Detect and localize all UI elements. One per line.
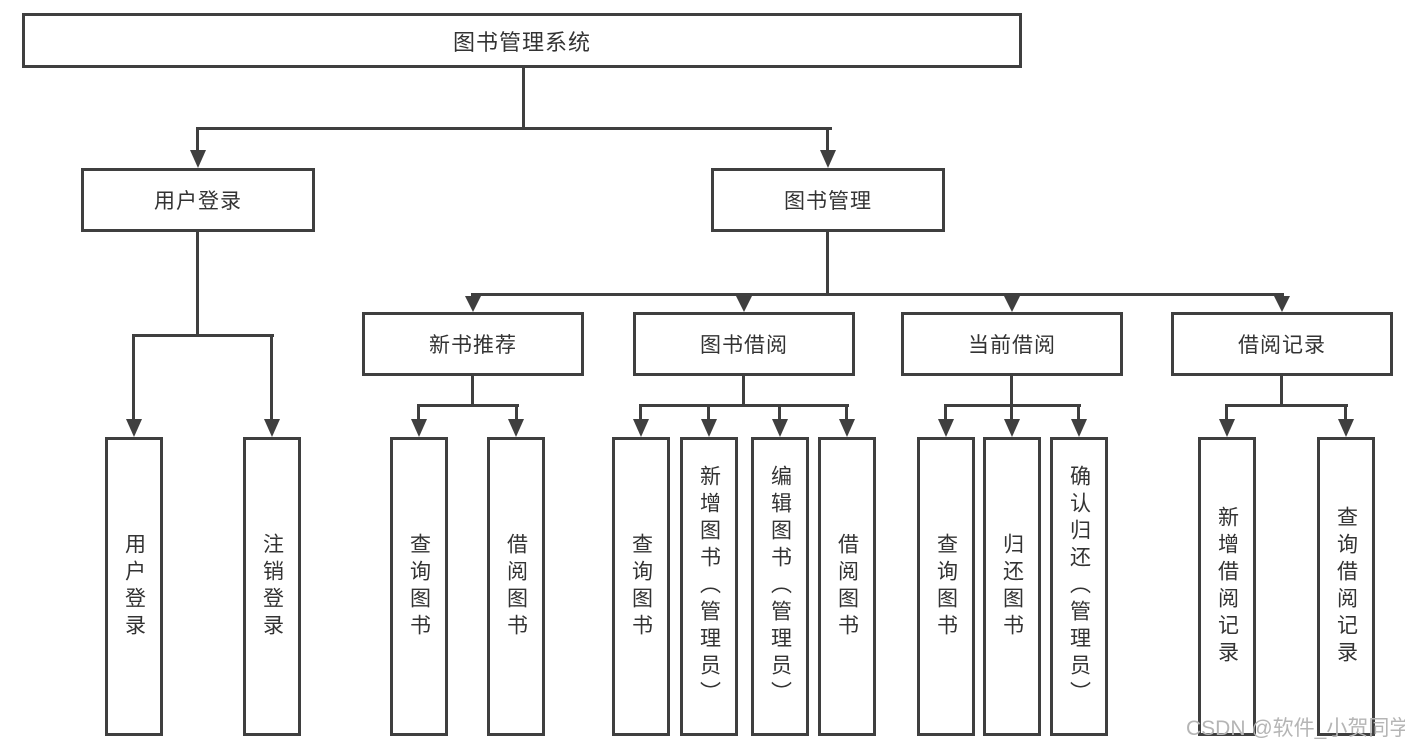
connector-drop: [944, 404, 947, 421]
leaf-borrow-books-recommend: 借阅图书: [487, 437, 545, 736]
connector-current-stem: [1010, 376, 1013, 405]
connector-userlogin-bar: [132, 334, 274, 337]
leaf-add-borrow-record: 新增借阅记录: [1198, 437, 1256, 736]
arrow-down-icon: [839, 419, 855, 437]
arrow-down-icon: [508, 419, 524, 437]
leaf-label: 用户登录: [122, 532, 146, 641]
connector-root-stem: [522, 68, 525, 128]
arrow-down-icon: [190, 150, 206, 168]
node-label: 借阅记录: [1238, 334, 1326, 357]
connector-drop: [845, 404, 848, 421]
leaf-query-borrow-record: 查询借阅记录: [1317, 437, 1375, 736]
leaf-edit-book-admin: 编辑图书（管理员）: [751, 437, 809, 736]
leaf-query-books-current: 查询图书: [917, 437, 975, 736]
leaf-label: 查询图书: [407, 532, 431, 641]
node-book-borrowing: 图书借阅: [633, 312, 855, 376]
leaf-add-book-admin: 新增图书（管理员）: [680, 437, 738, 736]
connector-userlogin-drop-right: [270, 334, 273, 421]
connector-drop: [639, 404, 642, 421]
arrow-down-icon: [772, 419, 788, 437]
node-user-login: 用户登录: [81, 168, 315, 232]
node-book-management: 图书管理: [711, 168, 945, 232]
connector-bookmgmt-stem: [826, 232, 829, 294]
node-label: 图书管理: [784, 190, 872, 213]
connector-records-stem: [1280, 376, 1283, 405]
csdn-watermark: CSDN @软件_小贺同学: [1186, 717, 1405, 740]
leaf-label: 归还图书: [1000, 532, 1024, 641]
arrow-down-icon: [1004, 419, 1020, 437]
leaf-label: 借阅图书: [504, 532, 528, 641]
arrow-down-icon: [465, 296, 481, 312]
leaf-label: 查询图书: [934, 532, 958, 641]
connector-borrowing-stem: [742, 376, 745, 405]
arrow-down-icon: [938, 419, 954, 437]
node-borrowing-records: 借阅记录: [1171, 312, 1393, 376]
leaf-logout: 注销登录: [243, 437, 301, 736]
node-new-book-recommendation: 新书推荐: [362, 312, 584, 376]
connector-borrowing-bar: [639, 404, 849, 407]
connector-recommend-stem: [471, 376, 474, 405]
leaf-label: 查询借阅记录: [1334, 505, 1358, 668]
arrow-down-icon: [126, 419, 142, 437]
connector-records-bar: [1225, 404, 1348, 407]
node-label: 新书推荐: [429, 334, 517, 357]
connector-drop: [707, 404, 710, 421]
arrow-down-icon: [1274, 296, 1290, 312]
connector-drop: [1225, 404, 1228, 421]
node-label: 图书管理系统: [452, 29, 591, 55]
leaf-label: 借阅图书: [835, 532, 859, 641]
connector-root-drop-left: [196, 127, 199, 153]
connector-userlogin-drop-left: [132, 334, 135, 421]
arrow-down-icon: [1071, 419, 1087, 437]
leaf-label: 新增借阅记录: [1215, 505, 1239, 668]
arrow-down-icon: [1219, 419, 1235, 437]
leaf-label: 确认归还（管理员）: [1067, 465, 1091, 708]
connector-root-bar: [196, 127, 832, 130]
node-label: 图书借阅: [700, 334, 788, 357]
leaf-borrow-books-borrowing: 借阅图书: [818, 437, 876, 736]
arrow-down-icon: [1338, 419, 1354, 437]
arrow-down-icon: [701, 419, 717, 437]
arrow-down-icon: [633, 419, 649, 437]
leaf-label: 查询图书: [629, 532, 653, 641]
node-label: 用户登录: [154, 190, 242, 213]
connector-bookmgmt-bar: [471, 293, 1284, 296]
connector-drop: [778, 404, 781, 421]
leaf-label: 新增图书（管理员）: [697, 465, 721, 708]
arrow-down-icon: [820, 150, 836, 168]
leaf-label: 编辑图书（管理员）: [768, 465, 792, 708]
node-label: 当前借阅: [968, 334, 1056, 357]
connector-drop: [1344, 404, 1347, 421]
leaf-confirm-return-admin: 确认归还（管理员）: [1050, 437, 1108, 736]
connector-drop: [1010, 404, 1013, 421]
arrow-down-icon: [1004, 296, 1020, 312]
connector-drop: [417, 404, 420, 421]
arrow-down-icon: [411, 419, 427, 437]
arrow-down-icon: [736, 296, 752, 312]
arrow-down-icon: [264, 419, 280, 437]
connector-userlogin-stem: [196, 232, 199, 335]
leaf-query-books-borrowing: 查询图书: [612, 437, 670, 736]
connector-root-drop-right: [826, 127, 829, 153]
leaf-label: 注销登录: [260, 532, 284, 641]
leaf-query-books-recommend: 查询图书: [390, 437, 448, 736]
connector-recommend-bar: [417, 404, 519, 407]
node-current-borrowing: 当前借阅: [901, 312, 1123, 376]
connector-drop: [1077, 404, 1080, 421]
leaf-return-book: 归还图书: [983, 437, 1041, 736]
connector-drop: [515, 404, 518, 421]
node-library-system-root: 图书管理系统: [22, 13, 1022, 68]
leaf-user-login: 用户登录: [105, 437, 163, 736]
